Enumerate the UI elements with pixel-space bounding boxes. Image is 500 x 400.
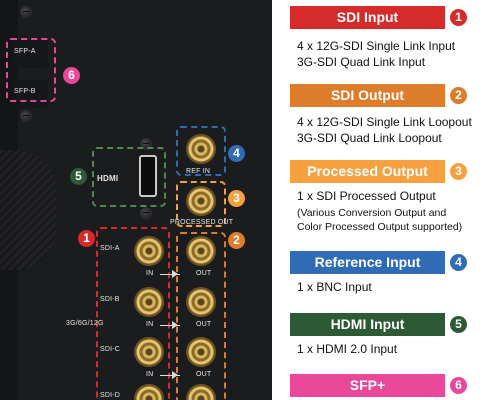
processed-output-line-3: Color Processed Output supported) [297,221,463,233]
processed-output-title: Processed Output [290,160,445,183]
sdi-output-line-1: 4 x 12G-SDI Single Link Loopout [297,115,472,129]
processed-output-number-badge: 3 [450,163,467,180]
sdi-c-label: SDI-C [100,346,121,353]
processed-output-line-2: (Various Conversion Output and [297,207,447,219]
sfp-badge: 6 [63,67,80,84]
sdi-d-in-connector[interactable] [134,384,164,400]
hdmi-highlight-box [92,147,166,207]
processed-output-line-1: 1 x SDI Processed Output [297,189,436,203]
sdi-d-label: SDI-D [100,392,121,399]
ref-in-highlight-box [176,126,226,176]
sdi-c-in-label: IN [146,371,154,378]
processed-badge: 3 [228,190,245,207]
screw-icon [20,6,32,18]
hdmi-input-number-badge: 5 [450,316,467,333]
sdi-input-highlight-box [96,227,170,400]
sfp-b-label: SFP-B [14,88,36,95]
hdmi-input-line-1: 1 x HDMI 2.0 Input [297,342,398,356]
sdi-c-in-connector[interactable] [134,337,164,367]
hdmi-port[interactable] [139,155,157,197]
sfp-number-badge: 6 [450,377,467,394]
ref-in-connector[interactable] [186,134,216,164]
screw-icon [140,207,152,219]
sdi-c-out-label: OUT [196,371,212,378]
sdi-output-title: SDI Output [290,84,445,107]
reference-input-line-1: 1 x BNC Input [297,280,372,294]
hdmi-label: HDMI [97,174,119,183]
sdi-output-highlight-box [176,232,226,400]
processed-out-label: PROCESSED OUT [170,219,234,226]
sdi-b-in-connector[interactable] [134,287,164,317]
hdmi-input-title: HDMI Input [290,313,445,336]
sdi-output-number-badge: 2 [450,87,467,104]
loop-arrow-icon [172,270,178,278]
sdi-d-out-connector[interactable] [186,384,216,400]
sdi-output-line-2: 3G-SDI Quad Link Loopout [297,131,442,145]
loop-arrow-icon [172,321,178,329]
sdi-input-title: SDI Input [290,6,445,29]
legend-panel: SDI Input 1 4 x 12G-SDI Single Link Inpu… [282,0,500,400]
sdi-c-out-connector[interactable] [186,337,216,367]
loop-line [160,325,180,326]
sdi-b-out-connector[interactable] [186,287,216,317]
processed-out-highlight-box [176,181,226,227]
sdi-a-out-connector[interactable] [186,236,216,266]
sdi-input-line-2: 3G-SDI Quad Link Input [297,55,426,69]
reference-input-title: Reference Input [290,251,445,274]
loop-line [160,274,180,275]
screw-icon [20,110,32,122]
sdi-b-in-label: IN [146,321,154,328]
sdi-a-out-label: OUT [196,270,212,277]
rate-label: 3G/6G/12G [66,320,104,327]
processed-out-connector[interactable] [186,186,216,216]
reference-input-number-badge: 4 [450,254,467,271]
sdi-b-label: SDI-B [100,296,120,303]
hdmi-badge: 5 [70,168,87,185]
sfp-b-port[interactable] [12,80,48,108]
sdi-a-in-connector[interactable] [134,236,164,266]
sdi-a-label: SDI-A [100,245,120,252]
vent-grille [0,150,56,270]
sdi-a-in-label: IN [146,270,154,277]
sfp-a-port[interactable] [12,40,48,68]
sdi-b-out-label: OUT [196,321,212,328]
sfp-title: SFP+ [290,374,445,397]
loop-arrow-icon [172,371,178,379]
sfp-a-label: SFP-A [14,48,36,55]
sfp-highlight-box [6,38,56,102]
device-rear-panel: SFP-A SFP-B 6 5 HDMI REF IN 4 PROCESSED … [0,0,272,400]
loop-line [160,375,180,376]
sdi-input-line-1: 4 x 12G-SDI Single Link Input [297,39,456,53]
sdi-output-badge: 2 [228,232,245,249]
ref-badge: 4 [228,145,245,162]
sdi-input-number-badge: 1 [450,9,467,26]
sdi-input-badge: 1 [78,230,95,247]
ref-in-label: REF IN [186,168,211,175]
